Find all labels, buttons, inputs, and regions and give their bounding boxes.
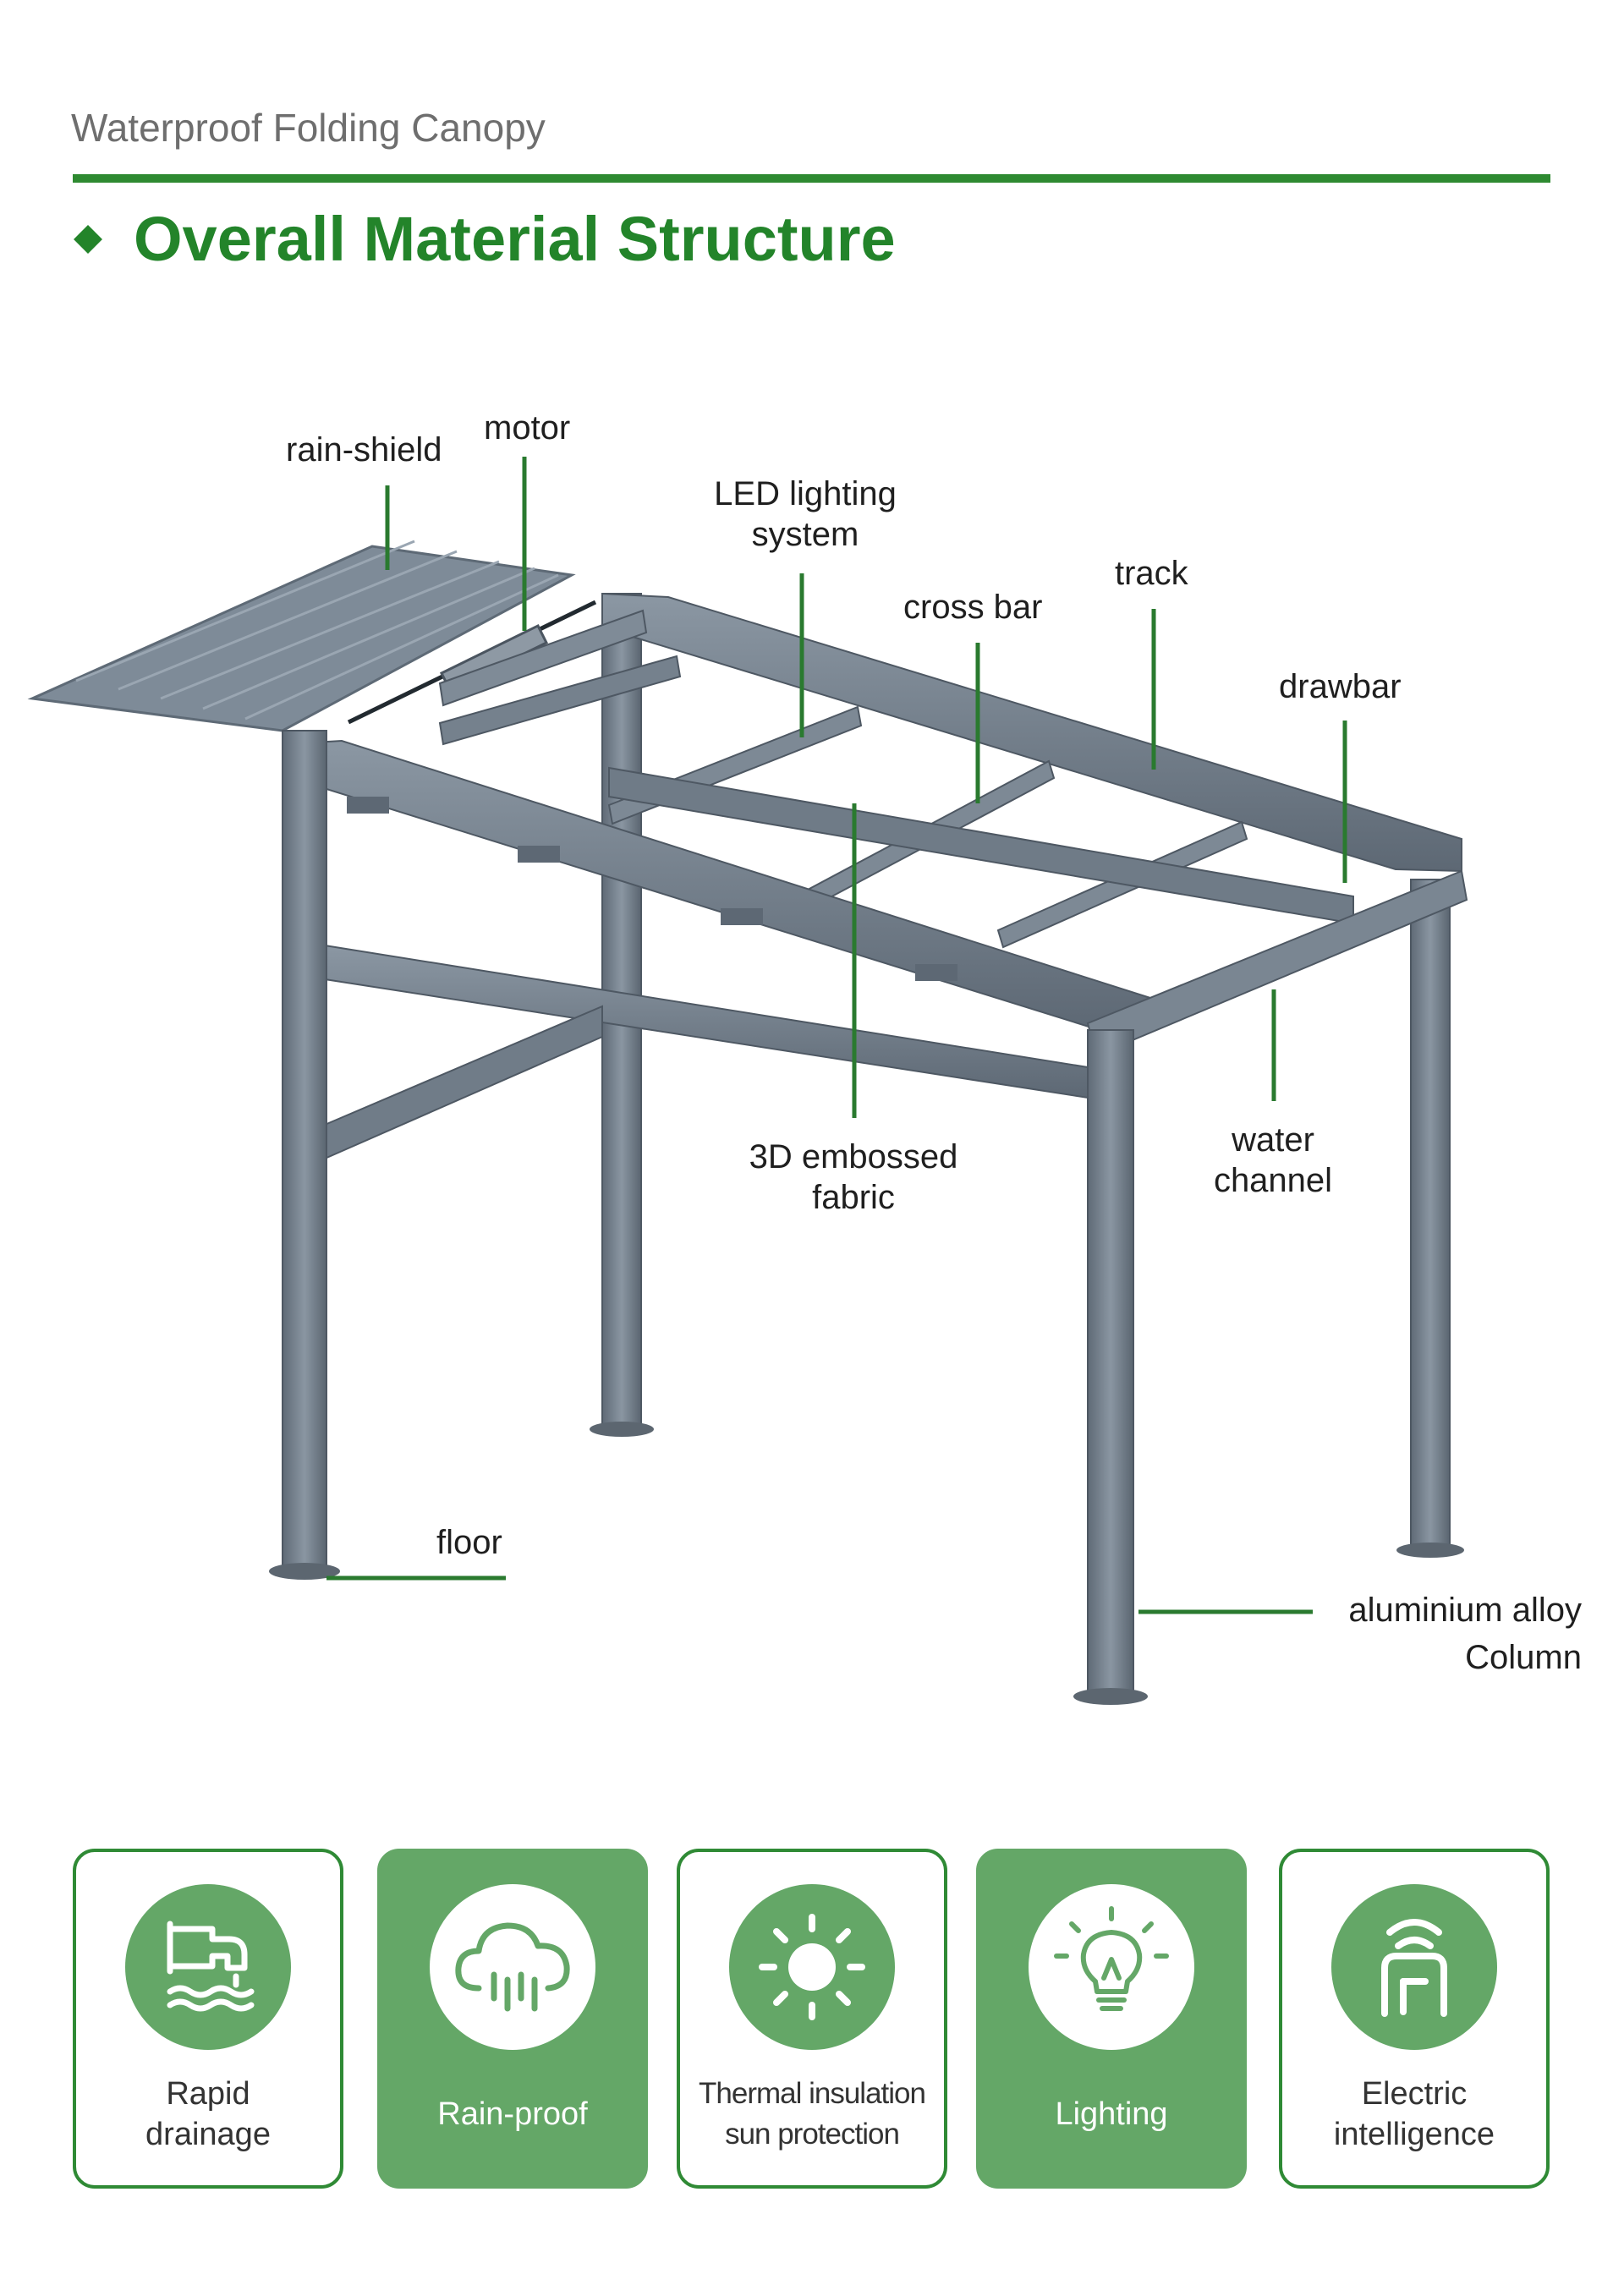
header-divider (73, 174, 1550, 183)
smart-signal-icon (1381, 1919, 1447, 2017)
drawbar-label: drawbar (1279, 668, 1402, 705)
aluminium-column-label-line1: aluminium alloy (1348, 1592, 1582, 1629)
front-columns (269, 730, 1148, 1705)
led-lighting-label-line1: LED lighting (714, 475, 897, 512)
led-lighting-label: LED lighting system (704, 474, 907, 555)
aluminium-column-label: aluminium alloy Column (1320, 1586, 1582, 1681)
embossed-fabric-label: 3D embossed fabric (739, 1137, 968, 1218)
feature-icon-badge (729, 1884, 895, 2050)
feature-label: Lighting (1055, 2096, 1168, 2132)
light-bulb-icon (1054, 1906, 1169, 2011)
floor-label: floor (436, 1524, 502, 1561)
rain-shield-panel (27, 540, 576, 732)
feature-icon-badge (1331, 1884, 1497, 2050)
back-columns (590, 593, 1464, 1558)
sun-icon (759, 1914, 865, 2020)
feature-label: Rain-proof (437, 2096, 588, 2132)
section-heading: Overall Material Structure (71, 203, 896, 275)
feature-icon-badge (1029, 1884, 1194, 2050)
frame-beams (285, 592, 1468, 1160)
motor-label: motor (484, 409, 571, 447)
led-lighting-label-line2: system (751, 516, 859, 553)
cross-bar-label: cross bar (903, 589, 1043, 626)
drainage-pipe-icon (167, 1921, 255, 2012)
feature-card-lighting: Lighting (976, 1849, 1247, 2189)
rain-shield-label: rain-shield (286, 431, 442, 469)
water-channel-label-line2: channel (1213, 1162, 1333, 1199)
document-subtitle: Waterproof Folding Canopy (71, 106, 546, 150)
feature-icon-badge (125, 1884, 291, 2050)
embossed-fabric-label-line2: fabric (812, 1179, 895, 1216)
embossed-fabric-label-line1: 3D embossed (749, 1138, 958, 1175)
track-label: track (1115, 555, 1188, 592)
feature-card-rain-proof: Rain-proof (377, 1849, 648, 2189)
water-channel-label: water channel (1201, 1120, 1345, 1201)
callout-lines (326, 457, 1347, 1614)
aluminium-column-label-line2: Column (1465, 1639, 1582, 1676)
feature-icon-badge (430, 1884, 595, 2050)
page-title: Overall Material Structure (134, 204, 896, 274)
rain-cloud-icon (455, 1922, 570, 2012)
water-channel-label-line1: water (1232, 1121, 1314, 1159)
